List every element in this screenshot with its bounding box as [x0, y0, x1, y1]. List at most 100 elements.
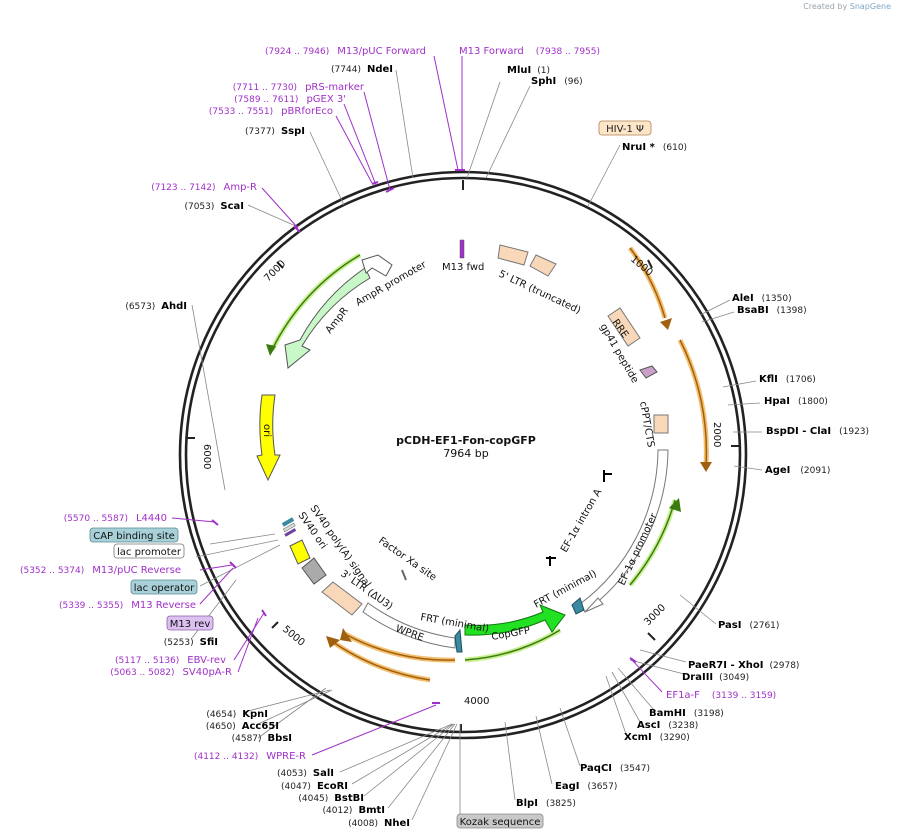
- primer-m13-puc-reverse[interactable]: (5352 .. 5374)M13/pUC Reverse: [20, 565, 181, 576]
- site-ahdi[interactable]: (6573)AhdI: [125, 301, 187, 312]
- site-bspdi-clai[interactable]: BspDI - ClaI(1923): [766, 426, 869, 437]
- rre-box: [607, 307, 641, 347]
- bottom-orange-arrowhead: [326, 636, 340, 648]
- site-kfli[interactable]: KflI(1706): [759, 374, 816, 385]
- site-bsabi[interactable]: BsaBI(1398): [737, 305, 807, 316]
- site-mlui[interactable]: MluI(1): [507, 65, 550, 76]
- box-lac-promoter-text: lac promoter: [117, 547, 182, 558]
- site-hpai[interactable]: HpaI(1800): [764, 396, 828, 407]
- feature-m13-fwd: M13 fwd: [442, 262, 484, 273]
- site-asci[interactable]: AscI(3238): [637, 720, 698, 731]
- ticks: [187, 180, 739, 732]
- box-hiv1-psi[interactable]: HIV-1 Ψ: [598, 120, 652, 136]
- ampr-promoter-arrow: [361, 254, 393, 277]
- box-lac-operator-text: lac operator: [134, 583, 195, 594]
- site-bstbi[interactable]: (4045)BstBI: [298, 793, 364, 804]
- frt-marker-1: [454, 628, 463, 653]
- ampr-green-arrowhead: [266, 344, 276, 356]
- site-nhei[interactable]: (4008)NheI: [348, 818, 410, 829]
- site-alei[interactable]: AleI(1350): [732, 293, 792, 304]
- box-cap-binding-site[interactable]: CAP binding site: [89, 527, 179, 543]
- primer-l4440[interactable]: (5570 .. 5587)L4440: [64, 513, 167, 524]
- box-kozak-sequence-text: Kozak sequence: [460, 817, 541, 828]
- backbone-outer: [178, 170, 748, 740]
- copgfp-arrow: [464, 604, 566, 636]
- site-blpi[interactable]: BlpI(3825): [516, 798, 576, 809]
- primer-sv40pa-r[interactable]: (5063 .. 5082)SV40pA-R: [110, 667, 232, 678]
- box-m13-rev-text: M13 rev: [170, 619, 211, 630]
- intron-flag-2: [546, 556, 556, 566]
- site-sfii[interactable]: (5253)SfiI: [164, 637, 218, 648]
- copgfp-green-arc-line: [464, 629, 561, 661]
- ef1a-promoter-arrow: [584, 597, 604, 613]
- site-sphi[interactable]: SphI(96): [531, 76, 583, 87]
- site-bamhi[interactable]: BamHI(3198): [649, 708, 724, 719]
- site-ecori[interactable]: (4047)EcoRI: [281, 781, 348, 792]
- bottom-orange-arc-2-line: [344, 633, 456, 661]
- feature-frt-left: FRT (minimal): [419, 612, 489, 635]
- primer-amp-r[interactable]: (7123 .. 7142)Amp-R: [151, 182, 257, 193]
- backbone-inner: [184, 176, 742, 734]
- ori-arrow: [256, 394, 281, 482]
- gp41-arrow: [639, 365, 658, 379]
- primer-pbrforeco[interactable]: (7533 .. 7551)pBRforEco: [209, 106, 333, 117]
- site-bbsi[interactable]: (4587)BbsI: [232, 733, 292, 744]
- frt-marker-2: [571, 597, 585, 615]
- tick-label-3000: 3000: [642, 602, 668, 628]
- box-kozak-sequence[interactable]: Kozak sequence: [456, 813, 544, 829]
- primer-ebv-rev[interactable]: (5117 .. 5136)EBV-rev: [115, 655, 226, 666]
- site-agei[interactable]: AgeI(2091): [765, 465, 830, 476]
- ltr5-box-2: [529, 254, 557, 277]
- site-bmti[interactable]: (4012)BmtI: [323, 805, 385, 816]
- feature-5ltr: 5' LTR (truncated): [497, 269, 583, 317]
- right-orange-arrowhead: [700, 462, 712, 472]
- leader-lines: [191, 69, 763, 821]
- site-draiii[interactable]: DraIII(3049): [682, 672, 749, 683]
- primer-ef1a-f[interactable]: EF1a-F(3139 .. 3159): [666, 690, 776, 701]
- feature-factor-xa: Factor Xa site: [376, 535, 438, 583]
- plasmid-name: pCDH-EF1-Fon-copGFP: [396, 434, 536, 447]
- primer-m13-reverse[interactable]: (5339 .. 5355)M13 Reverse: [59, 600, 196, 611]
- bottom-orange-arc-line: [329, 639, 431, 681]
- ampr-green-arc-line: [271, 254, 361, 351]
- primer-wpre-r[interactable]: (4112 .. 4132)WPRE-R: [194, 751, 306, 762]
- ltr3-box: [321, 581, 363, 616]
- box-lac-operator[interactable]: lac operator: [130, 579, 198, 595]
- ampr-arrow: [284, 267, 371, 369]
- site-pasi[interactable]: PasI(2761): [718, 620, 779, 631]
- ampr-green-arc: [269, 252, 362, 352]
- sv40-polya-box: [301, 557, 327, 585]
- site-paqci[interactable]: PaqCI(3547): [580, 763, 650, 774]
- tick-label-2000: 2000: [711, 422, 722, 447]
- box-cap-binding-site-text: CAP binding site: [93, 531, 175, 542]
- box-lac-promoter[interactable]: lac promoter: [113, 543, 185, 559]
- site-eagi[interactable]: EagI(3657): [555, 781, 617, 792]
- primer-m13-forward[interactable]: M13 Forward(7938 .. 7955): [459, 46, 600, 57]
- feature-ef1a-intron: EF-1α intron A: [559, 487, 604, 554]
- site-nrui[interactable]: NruI *(610): [622, 142, 687, 153]
- tick-label-1000: 1000: [628, 254, 655, 279]
- site-sali[interactable]: (4053)SalI: [277, 768, 334, 779]
- primer-prs-marker[interactable]: (7711 .. 7730)pRS-marker: [233, 82, 365, 93]
- site-kpni[interactable]: (4654)KpnI: [206, 709, 268, 720]
- tick-label-6000: 6000: [201, 444, 212, 469]
- primer-m13-puc-forward[interactable]: (7924 .. 7946)M13/pUC Forward: [265, 46, 426, 57]
- site-sspi[interactable]: (7377)SspI: [245, 126, 305, 137]
- sv40-marker-2: [282, 522, 296, 533]
- site-paer7i-xhoi[interactable]: PaeR7I - XhoI(2978): [688, 660, 799, 671]
- box-m13-rev[interactable]: M13 rev: [166, 615, 214, 631]
- right-orange-arc-line: [679, 339, 708, 467]
- site-xcmi[interactable]: XcmI(3290): [624, 732, 690, 743]
- site-acc65i[interactable]: (4650)Acc65I: [206, 721, 279, 732]
- site-scai[interactable]: (7053)ScaI: [184, 201, 244, 212]
- site-ndei[interactable]: (7744)NdeI: [331, 64, 393, 75]
- m13-fwd-marker: [459, 239, 465, 259]
- plasmid-length: 7964 bp: [443, 447, 488, 460]
- primer-pgex3[interactable]: (7589 .. 7611)pGEX 3': [234, 94, 346, 105]
- box-hiv1-psi-text: HIV-1 Ψ: [606, 124, 644, 135]
- snapgene-logo: SnapGene: [849, 2, 891, 11]
- cppt-box: [653, 414, 669, 434]
- snapgene-credit: Created by SnapGene: [803, 2, 891, 11]
- ltr5-box-1: [497, 244, 529, 266]
